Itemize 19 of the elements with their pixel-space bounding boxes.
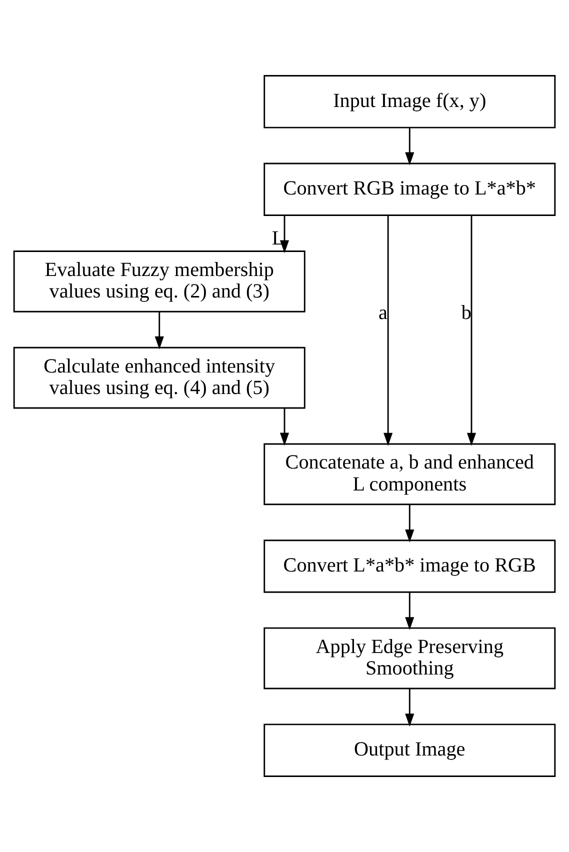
node-box: Concatenate a, b and enhanced L components [264, 443, 556, 506]
arrow [405, 128, 414, 166]
node-box: Convert RGB image to L*a*b* [264, 162, 556, 216]
arrow [280, 408, 290, 446]
arrow [154, 312, 164, 350]
node-box: Calculate enhanced intensity values using eq. (4) and (5) [13, 346, 306, 409]
arrow [405, 592, 414, 630]
node-box: Convert L*a*b* image to RGB [264, 540, 556, 593]
edge-label: b [461, 302, 472, 324]
arrow [384, 216, 393, 446]
node-box: Apply Edge Preserving Smoothing [264, 627, 556, 690]
node-box: Evaluate Fuzzy membership values using eq. (2) and (3) [13, 250, 306, 312]
arrow [405, 504, 414, 543]
arrow [280, 216, 290, 254]
arrow [466, 216, 476, 446]
arrow [405, 688, 414, 727]
node-box: Output Image [264, 724, 556, 777]
node-box: Input Image f(x, y) [264, 75, 556, 128]
edge-label: a [378, 302, 388, 324]
